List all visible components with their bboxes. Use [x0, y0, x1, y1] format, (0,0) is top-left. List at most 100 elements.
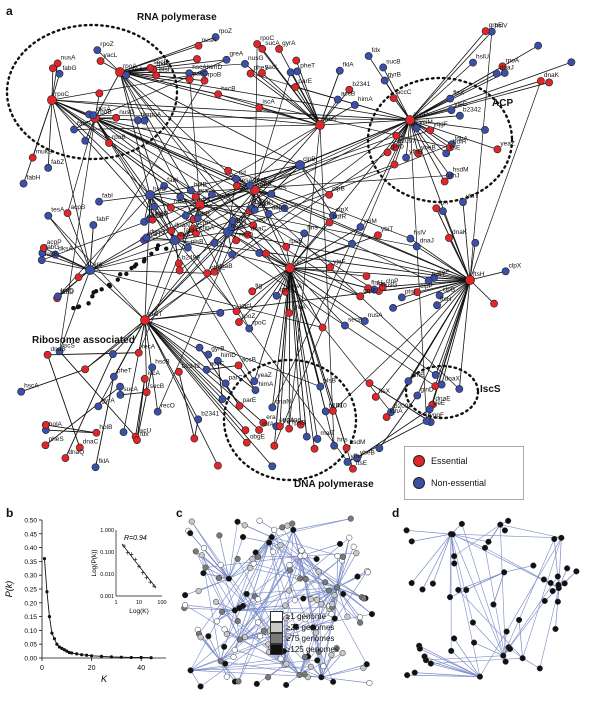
network-edge [258, 555, 301, 558]
unannotated-node [149, 251, 154, 257]
network-edge [300, 555, 333, 605]
essential-protein-node [142, 388, 151, 397]
y-tick-label: 0.40 [24, 545, 37, 552]
gene-label: dnaN [275, 398, 291, 405]
network-node [300, 595, 307, 602]
gene-label: dnaK [231, 223, 247, 230]
gene-label: greA [129, 66, 143, 73]
interaction-edge [51, 99, 321, 126]
data-point [149, 656, 153, 660]
rna-polymerase-boundary [5, 23, 179, 161]
network-node [541, 597, 548, 604]
non-essential-protein-node [211, 33, 220, 41]
interaction-edge [409, 30, 486, 121]
gene-label: lon [439, 199, 448, 206]
gene-label: yciM [419, 119, 432, 126]
interaction-edge [123, 319, 146, 433]
essential-protein-node [292, 56, 301, 65]
gene-label: rpoA [288, 283, 302, 290]
genome-swatch-125 [270, 644, 283, 655]
non-essential-protein-node [402, 153, 411, 162]
interaction-edge [252, 267, 291, 292]
network-edge [234, 542, 270, 651]
essential-protein-node [364, 284, 373, 293]
network-node [223, 673, 230, 680]
essential-protein-node [374, 231, 382, 240]
interaction-edge [288, 124, 321, 429]
gene-label: acpP [196, 220, 211, 227]
network-node [195, 588, 202, 595]
network-edge [293, 529, 368, 665]
network-edge [300, 555, 364, 599]
gene-label: rpsB [292, 420, 305, 427]
non-essential-protein-node [91, 463, 100, 472]
gene-label: dnaK [452, 229, 468, 236]
network-node [182, 592, 189, 599]
network-node [197, 683, 204, 690]
gene-label: fabI [167, 177, 178, 184]
gene-label: clpX [178, 231, 191, 238]
interaction-edge [227, 231, 471, 281]
non-essential-protein-node [250, 205, 259, 214]
network-edge [407, 674, 480, 677]
interaction-edge [256, 43, 321, 126]
interaction-edge [41, 164, 301, 261]
interaction-edge [119, 71, 321, 126]
interaction-edge [42, 252, 91, 271]
gene-label: era [93, 261, 103, 268]
non-essential-protein-node [145, 190, 155, 200]
network-edge [271, 537, 334, 682]
gene-label: nusA [202, 37, 217, 44]
non-essential-protein-node [389, 303, 397, 312]
network-node [197, 634, 204, 641]
network-node [360, 595, 367, 602]
essential-protein-node [96, 57, 105, 65]
interaction-edge [51, 68, 54, 101]
gene-label: yacL [104, 52, 118, 59]
essential-protein-node [536, 77, 545, 85]
network-node [419, 586, 426, 593]
essential-protein-node [248, 287, 257, 296]
essential-protein-node [167, 203, 175, 212]
non-essential-protein-node [433, 301, 441, 310]
network-node [564, 565, 571, 572]
gene-label: rpoA [505, 57, 519, 64]
essential-protein-node [270, 441, 279, 450]
interaction-edge [319, 70, 341, 126]
gene-label: acpP [47, 239, 62, 246]
network-edge [190, 670, 201, 687]
gene-label: dnaN [174, 222, 190, 229]
gene-label: dnaX [445, 376, 461, 383]
non-essential-protein-node [241, 60, 249, 68]
non-essential-protein-node [330, 441, 339, 450]
non-essential-protein-node [435, 291, 444, 300]
interaction-edge [289, 119, 411, 269]
network-node [236, 604, 243, 612]
non-essential-protein-node [53, 292, 62, 301]
non-essential-protein-node [134, 116, 142, 125]
network-node [469, 619, 476, 626]
gene-label: yfhJ [448, 173, 460, 180]
network-edge [208, 636, 222, 662]
interaction-edge [144, 279, 471, 321]
non-essential-protein-node [213, 356, 222, 365]
y-tick-label: 0.00 [24, 656, 37, 663]
network-node [270, 548, 277, 555]
dna-polymerase-label: DNA polymerase [294, 479, 374, 490]
network-edge [220, 661, 305, 675]
network-node [339, 650, 346, 657]
network-edge [219, 535, 230, 579]
gene-label: fdx [372, 47, 381, 54]
interaction-edge [278, 48, 321, 126]
interaction-edge [218, 93, 321, 126]
gene-label: clpB [332, 186, 345, 193]
gene-label: hslU [153, 186, 166, 193]
network-edge [201, 555, 236, 611]
essential-protein-node [235, 318, 243, 326]
gene-label: b2341 [201, 410, 219, 417]
interaction-edge [144, 189, 256, 321]
network-node [366, 679, 373, 687]
network-node [230, 653, 237, 661]
gene-label: tsf [336, 402, 343, 409]
non-essential-protein-node [360, 317, 369, 325]
